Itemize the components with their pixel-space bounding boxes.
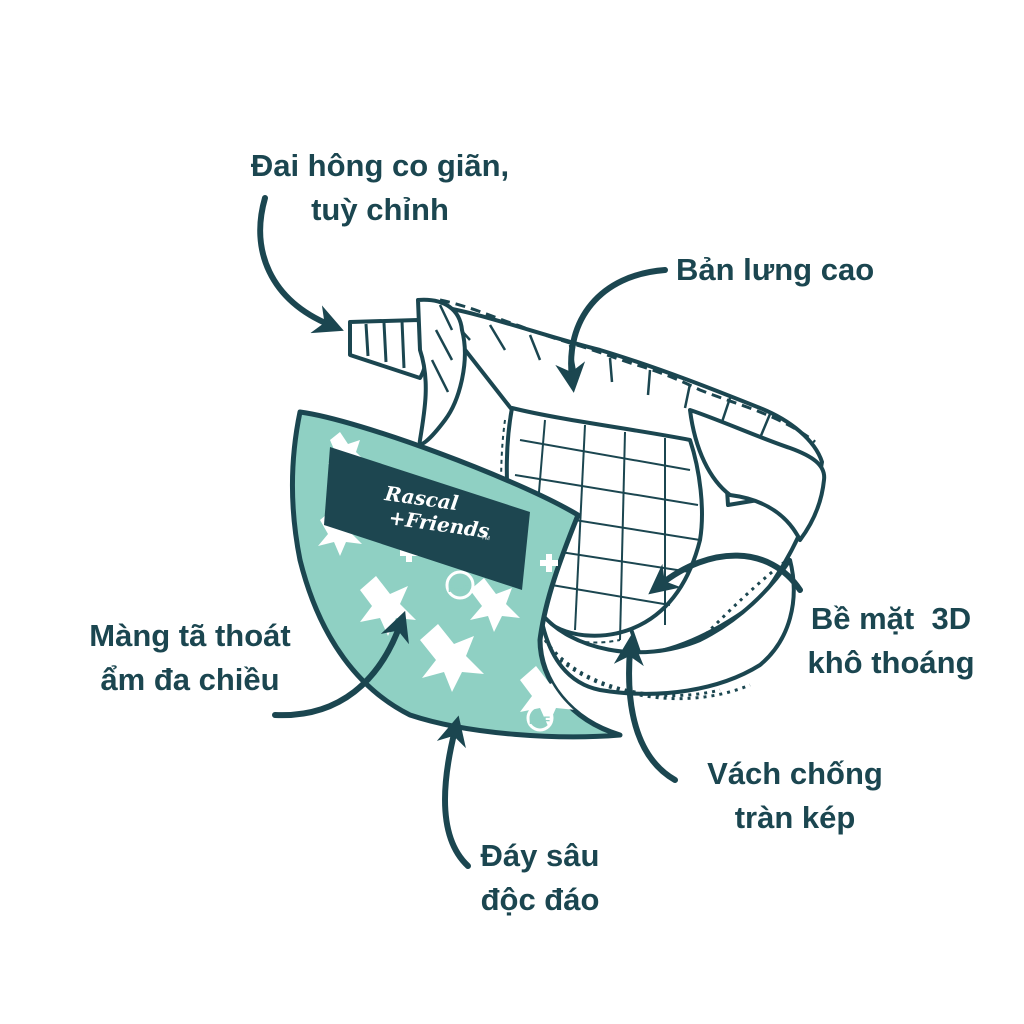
label-waistband: Đai hông co giãn, tuỳ chỉnh <box>195 144 565 232</box>
label-deep-base: Đáy sâu độc đáo <box>440 834 640 922</box>
label-3d-surface-line1: Bề mặt 3D <box>786 597 996 641</box>
label-leak-guards: Vách chống tràn kép <box>680 752 910 840</box>
label-high-back: Bản lưng cao <box>676 248 916 292</box>
label-membrane-line2: ẩm đa chiều <box>60 658 320 702</box>
label-3d-surface-line2: khô thoáng <box>786 641 996 685</box>
label-membrane-line1: Màng tã thoát <box>60 614 320 658</box>
label-membrane: Màng tã thoát ẩm đa chiều <box>60 614 320 702</box>
label-3d-surface: Bề mặt 3D khô thoáng <box>786 597 996 685</box>
stamp-mark-1: R+F <box>448 583 469 595</box>
label-deep-base-line1: Đáy sâu <box>440 834 640 878</box>
stamp-mark-2: R+F <box>529 715 550 727</box>
left-waist-tab <box>350 300 465 444</box>
label-leak-guards-line1: Vách chống <box>680 752 910 796</box>
label-leak-guards-line2: tràn kép <box>680 796 910 840</box>
label-high-back-line1: Bản lưng cao <box>676 248 916 292</box>
trademark-mark: TM <box>481 535 490 542</box>
label-waistband-line1: Đai hông co giãn, <box>195 144 565 188</box>
label-deep-base-line2: độc đáo <box>440 878 640 922</box>
label-waistband-line2: tuỳ chỉnh <box>195 188 565 232</box>
